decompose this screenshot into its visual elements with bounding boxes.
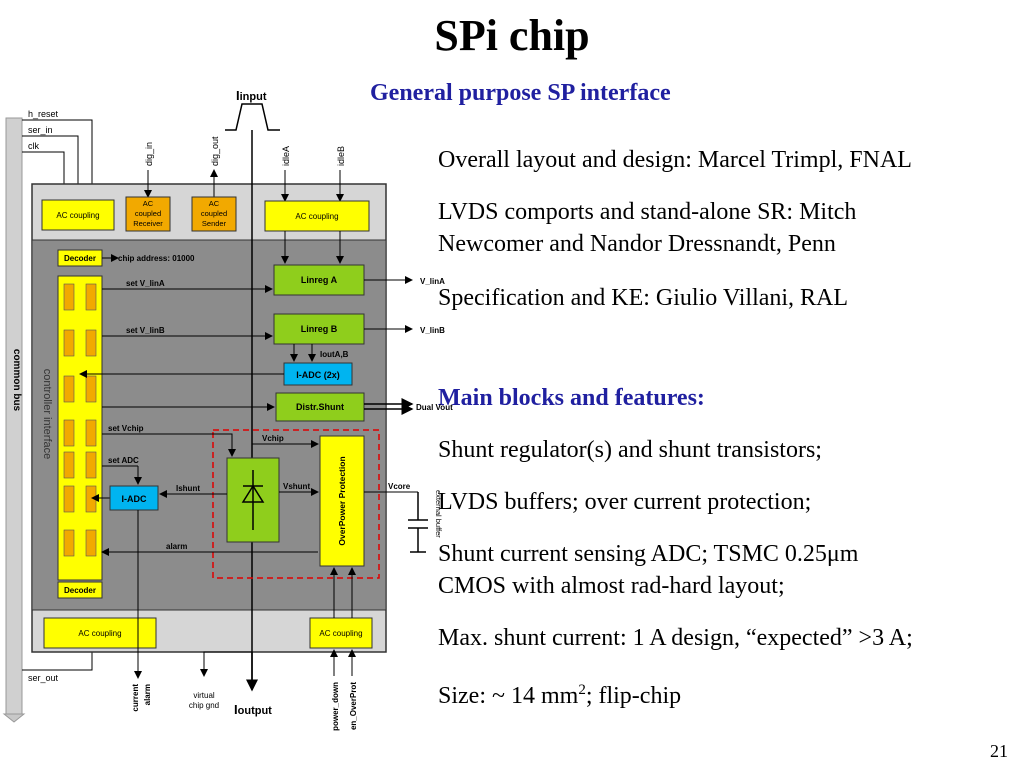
- idleb-label: idleB: [336, 146, 346, 166]
- svg-text:AC: AC: [143, 199, 154, 208]
- svg-text:AC coupling: AC coupling: [295, 212, 338, 221]
- decoder-bottom: Decoder: [57, 581, 103, 599]
- dig-in-label: dig_in: [144, 142, 154, 166]
- input-pulse-icon: [225, 103, 280, 131]
- power-down-label: power_down: [331, 682, 340, 731]
- set-adc-label: set ADC: [108, 456, 139, 465]
- idlea-label: idleA: [281, 146, 291, 166]
- shunt-transistor-block: [226, 457, 280, 543]
- i-input-label: Iinput: [236, 88, 267, 103]
- linreg-a-block: Linreg A: [273, 264, 365, 296]
- feature-line: LVDS buffers; over current protection;: [438, 489, 812, 515]
- svg-text:I-ADC: I-ADC: [122, 494, 147, 504]
- feature-line: CMOS with almost rad-hard layout;: [438, 573, 785, 599]
- spi-block-diagram: common bus h_reset ser_in clk ser_out Ii…: [2, 88, 453, 731]
- ac-receiver-block: AC coupled Receiver: [125, 196, 171, 232]
- svg-text:AC coupling: AC coupling: [319, 629, 362, 638]
- feature-line: Shunt regulator(s) and shunt transistors…: [438, 437, 822, 463]
- ser-out-label: ser_out: [28, 673, 59, 683]
- vshunt-label: Vshunt: [283, 482, 310, 491]
- svg-text:AC coupling: AC coupling: [56, 211, 99, 220]
- feature-line: Max. shunt current: 1 A design, “expecte…: [438, 625, 913, 651]
- external-buffer-label: external buffer: [434, 490, 443, 538]
- credit-line: Specification and KE: Giulio Villani, RA…: [438, 285, 849, 311]
- chip-gnd-label: chip gnd: [189, 701, 219, 710]
- svg-text:Decoder: Decoder: [64, 254, 96, 263]
- virtual-label: virtual: [193, 691, 215, 700]
- set-vchip-label: set Vchip: [108, 424, 144, 433]
- dig-out-label: dig_out: [210, 136, 220, 166]
- vchip-label: Vchip: [262, 434, 284, 443]
- alarm-label: alarm: [166, 542, 187, 551]
- svg-text:Receiver: Receiver: [133, 219, 163, 228]
- ioutab-label: IoutA,B: [320, 350, 349, 359]
- page-number: 21: [990, 741, 1008, 761]
- size-line: Size: ~ 14 mm2; flip-chip: [438, 682, 682, 709]
- feature-line: Shunt current sensing ADC; TSMC 0.25μm: [438, 541, 859, 567]
- chip-address-label: chip address: 01000: [118, 254, 195, 263]
- controller-interface-label: controller interface: [41, 369, 53, 460]
- distr-shunt-block: Distr.Shunt: [275, 392, 365, 422]
- diode-icon: [241, 484, 265, 503]
- svg-text:Sender: Sender: [202, 219, 227, 228]
- svg-text:Linreg A: Linreg A: [301, 275, 338, 285]
- ac-coupling-block: AC coupling: [309, 617, 373, 649]
- features-heading: Main blocks and features:: [438, 385, 705, 411]
- overpower-protection-block: OverPower Protection: [319, 435, 365, 567]
- svg-text:AC: AC: [209, 199, 220, 208]
- vcore-label: Vcore: [388, 482, 411, 491]
- ac-coupling-block: AC coupling: [264, 200, 370, 232]
- i-adc-2x-block: I-ADC (2x): [283, 362, 353, 386]
- ac-coupling-block: AC coupling: [43, 617, 157, 649]
- protection-region: [212, 429, 380, 579]
- v-linb-label: V_linB: [420, 326, 445, 335]
- capacitor-icon: [408, 492, 428, 553]
- i-output-label: Ioutput: [234, 702, 272, 717]
- current-label: current: [131, 684, 140, 712]
- svg-text:Linreg B: Linreg B: [301, 324, 338, 334]
- svg-text:OverPower Protection: OverPower Protection: [337, 456, 347, 545]
- ac-coupling-block: AC coupling: [41, 199, 115, 231]
- en-overprot-label: en_OverProt: [349, 682, 358, 730]
- slide-subtitle: General purpose SP interface: [370, 80, 671, 106]
- set-v-lina-label: set V_linA: [126, 279, 165, 288]
- v-lina-label: V_linA: [420, 277, 445, 286]
- clk-label: clk: [28, 141, 39, 151]
- svg-text:I-ADC (2x): I-ADC (2x): [296, 370, 340, 380]
- credit-line: Newcomer and Nandor Dressnandt, Penn: [438, 231, 836, 257]
- svg-text:Decoder: Decoder: [64, 586, 96, 595]
- svg-text:Distr.Shunt: Distr.Shunt: [296, 402, 344, 412]
- svg-text:coupled: coupled: [135, 209, 161, 218]
- ac-sender-block: AC coupled Sender: [191, 196, 237, 232]
- dual-vout-label: Dual Vout: [416, 403, 453, 412]
- decoder-top: Decoder: [57, 249, 103, 267]
- ser-in-label: ser_in: [28, 125, 53, 135]
- common-bus-label: common bus: [11, 349, 22, 412]
- svg-text:AC coupling: AC coupling: [78, 629, 121, 638]
- i-adc-block: I-ADC: [109, 485, 159, 511]
- svg-text:coupled: coupled: [201, 209, 227, 218]
- common-bus: common bus: [2, 117, 26, 723]
- h-reset-label: h_reset: [28, 109, 59, 119]
- slide-title: SPi chip: [434, 11, 590, 60]
- credit-line: LVDS comports and stand-alone SR: Mitch: [438, 199, 857, 225]
- alarm-out-label: alarm: [143, 684, 152, 705]
- ishunt-label: Ishunt: [176, 484, 200, 493]
- credit-line: Overall layout and design: Marcel Trimpl…: [438, 147, 912, 173]
- linreg-b-block: Linreg B: [273, 313, 365, 345]
- set-v-linb-label: set V_linB: [126, 326, 165, 335]
